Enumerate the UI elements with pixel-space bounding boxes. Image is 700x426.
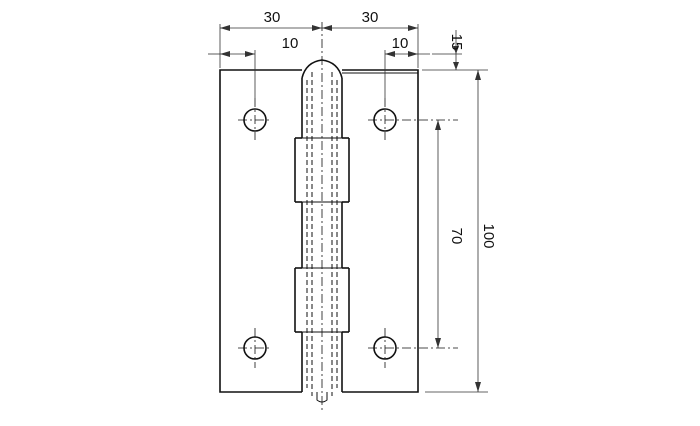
left-leaf (219, 69, 302, 393)
dimension-10-10 (208, 51, 430, 57)
extension-lines (219, 24, 488, 393)
dimension-label-right-10: 10 (392, 35, 409, 52)
screw-hole-bottom-left (238, 328, 272, 368)
dimension-label-left-30: 30 (264, 9, 281, 26)
hinge-pin-hidden-lines (306, 72, 338, 396)
dimension-label-15: 15 (448, 34, 465, 51)
screw-hole-top-left (238, 98, 272, 140)
screw-hole-bottom-right (368, 328, 458, 368)
dimension-label-right-30: 30 (362, 9, 379, 26)
screw-hole-top-right (368, 98, 458, 140)
dimension-70 (435, 120, 441, 348)
dimension-label-left-10: 10 (282, 35, 299, 52)
dimension-top-30-30 (220, 25, 418, 31)
dimension-100 (475, 70, 481, 392)
hinge-outline (219, 59, 419, 403)
dimension-15 (453, 30, 459, 70)
dimension-label-70: 70 (448, 228, 465, 245)
dimension-label-100: 100 (480, 223, 497, 248)
right-leaf (342, 69, 419, 393)
